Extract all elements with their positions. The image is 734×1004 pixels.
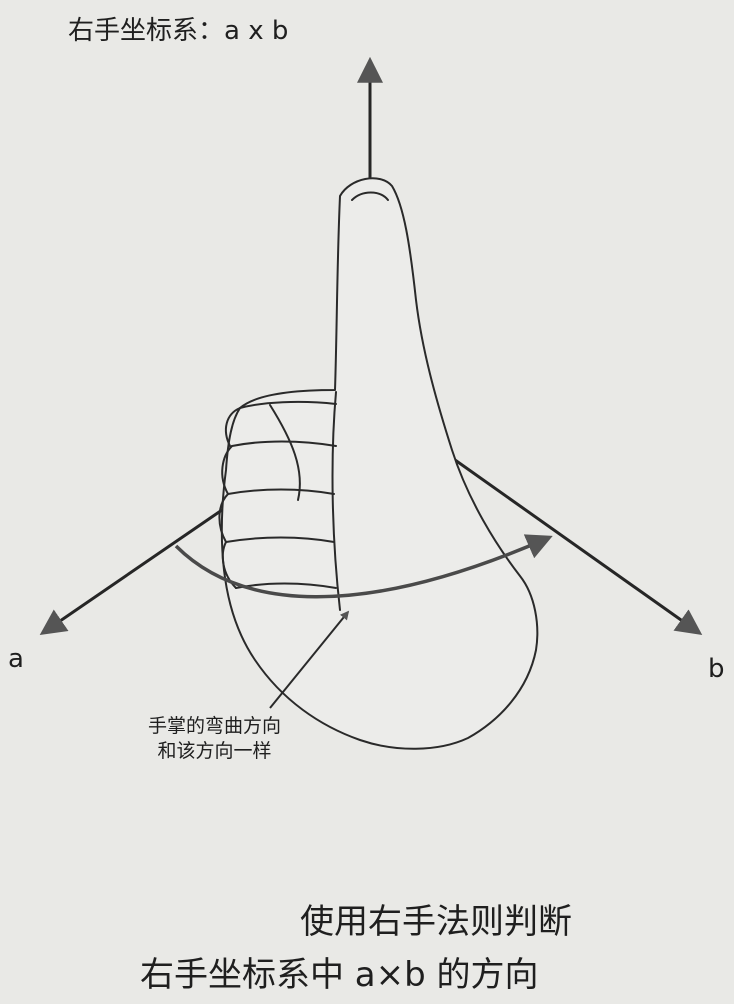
rotation-arrow (174, 534, 553, 599)
annotation-line-2: 和该方向一样 (157, 740, 272, 762)
axis-b-line (447, 453, 703, 636)
right-hand-rule-diagram (39, 56, 703, 750)
axis-a-label: a (8, 644, 24, 674)
thumbs-up-hand-icon (218, 177, 539, 750)
annotation-line-1: 手掌的弯曲方向 (148, 715, 282, 737)
annotation-note: 手掌的弯曲方向 和该方向一样 (148, 714, 281, 764)
axis-b-label: b (708, 654, 725, 684)
caption-line-1: 使用右手法则判断 (300, 902, 572, 942)
annotation-pointer-line (269, 610, 350, 709)
axis-a-line (39, 508, 223, 635)
figure-caption: 使用右手法则判断 右手坐标系中 a×b 的方向 (0, 882, 734, 1002)
diagram-title: 右手坐标系：a x b (68, 16, 289, 46)
caption-line-2: 右手坐标系中 a×b 的方向 (140, 955, 539, 995)
